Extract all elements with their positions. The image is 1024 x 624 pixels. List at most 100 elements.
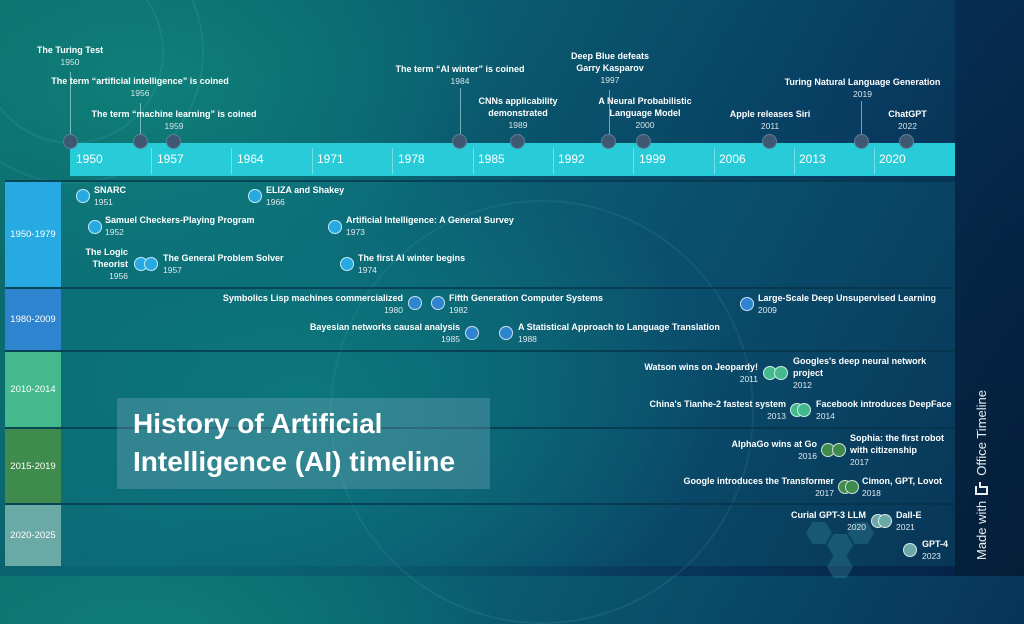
event-label: Samuel Checkers-Playing Program 1952 xyxy=(105,215,255,237)
event-label: Artificial Intelligence: A General Surve… xyxy=(346,215,514,237)
event-label: Curial GPT-3 LLM 2020 xyxy=(790,510,866,532)
event-marker[interactable] xyxy=(328,220,342,234)
swimlane-2020-2025: 2020-2025 xyxy=(5,503,955,566)
event-marker[interactable] xyxy=(903,543,917,557)
milestone-connector xyxy=(861,101,862,139)
milestone-label: The term “artificial intelligence” is co… xyxy=(51,76,229,98)
event-label: Dall-E 2021 xyxy=(896,510,922,532)
milestone-marker[interactable] xyxy=(63,134,78,149)
event-marker[interactable] xyxy=(878,514,892,528)
milestone-label: Deep Blue defeats Garry Kasparov 1997 xyxy=(570,51,650,85)
milestone-connector xyxy=(460,88,461,138)
event-label: Google introduces the Transformer 2017 xyxy=(683,476,834,498)
event-marker[interactable] xyxy=(144,257,158,271)
milestone-connector xyxy=(609,90,610,140)
event-marker[interactable] xyxy=(248,189,262,203)
hexagon-decoration xyxy=(806,522,832,544)
event-marker[interactable] xyxy=(774,366,788,380)
axis-label: 1950 xyxy=(76,152,103,166)
event-label: Large-Scale Deep Unsupervised Learning 2… xyxy=(758,293,937,315)
axis-label: 1964 xyxy=(237,152,264,166)
hexagon-decoration xyxy=(848,522,874,544)
milestone-marker[interactable] xyxy=(762,134,777,149)
axis-label: 1999 xyxy=(639,152,666,166)
milestone-label: The term “machine learning” is coined 19… xyxy=(91,109,257,131)
milestone-marker[interactable] xyxy=(166,134,181,149)
title-line-1: History of Artificial xyxy=(133,408,383,439)
event-label: SNARC 1951 xyxy=(94,185,127,207)
milestone-marker[interactable] xyxy=(854,134,869,149)
axis-label: 2013 xyxy=(799,152,826,166)
event-marker[interactable] xyxy=(740,297,754,311)
timeline-axis-bar xyxy=(70,143,955,176)
axis-divider xyxy=(312,148,313,174)
axis-divider xyxy=(714,148,715,174)
milestone-connector xyxy=(140,103,141,141)
milestone-label: ChatGPT 2022 xyxy=(888,109,927,131)
event-label: China's Tianhe-2 fastest system 2013 xyxy=(649,399,786,421)
milestone-marker[interactable] xyxy=(899,134,914,149)
office-timeline-brand-label: Office Timeline xyxy=(974,390,989,476)
swimlane-label: 2020-2025 xyxy=(5,505,61,566)
axis-divider xyxy=(392,148,393,174)
axis-divider xyxy=(473,148,474,174)
hexagon-decoration xyxy=(827,534,853,556)
event-label: The General Problem Solver 1957 xyxy=(163,253,284,275)
event-label: Cimon, GPT, Lovot 2018 xyxy=(862,476,942,498)
axis-label: 1978 xyxy=(398,152,425,166)
event-marker[interactable] xyxy=(465,326,479,340)
made-with-office-timeline-watermark[interactable]: Made with Office Timeline xyxy=(974,390,989,560)
event-marker[interactable] xyxy=(797,403,811,417)
event-marker[interactable] xyxy=(499,326,513,340)
milestone-marker[interactable] xyxy=(510,134,525,149)
event-label: Googles's deep neural network project 20… xyxy=(793,356,927,390)
axis-divider xyxy=(794,148,795,174)
event-marker[interactable] xyxy=(408,296,422,310)
milestone-label: Turing Natural Language Generation 2019 xyxy=(784,77,941,99)
axis-divider xyxy=(633,148,634,174)
milestone-marker[interactable] xyxy=(601,134,616,149)
event-label: Facebook introduces DeepFace 2014 xyxy=(816,399,952,421)
milestone-marker[interactable] xyxy=(636,134,651,149)
swimlane-label: 2010-2014 xyxy=(5,352,61,427)
event-label: Symbolics Lisp machines commercialized 1… xyxy=(222,293,403,315)
milestone-label: The Turing Test 1950 xyxy=(36,45,104,67)
axis-divider xyxy=(231,148,232,174)
milestone-marker[interactable] xyxy=(133,134,148,149)
event-label: A Statistical Approach to Language Trans… xyxy=(518,322,720,344)
axis-label: 2020 xyxy=(879,152,906,166)
title-line-2: Intelligence (AI) timeline xyxy=(133,446,456,477)
swimlane-2015-2019: 2015-2019 xyxy=(5,427,955,503)
event-label: AlphaGo wins at Go 2016 xyxy=(731,439,817,461)
timeline-title-box: History of Artificial Intelligence (AI) … xyxy=(117,398,490,489)
swimlane-1950-1979: 1950-1979 xyxy=(5,180,955,287)
axis-divider xyxy=(874,148,875,174)
event-marker[interactable] xyxy=(845,480,859,494)
event-label: The Logic Theorist 1956 xyxy=(85,247,129,281)
event-marker[interactable] xyxy=(832,443,846,457)
swimlane-label: 1950-1979 xyxy=(5,182,61,287)
event-label: GPT-4 2023 xyxy=(922,539,949,561)
event-label: Watson wins on Jeopardy! 2011 xyxy=(644,362,758,384)
event-marker[interactable] xyxy=(88,220,102,234)
axis-label: 1971 xyxy=(317,152,344,166)
milestone-label: The term “AI winter” is coined 1984 xyxy=(395,64,525,86)
made-with-label: Made with xyxy=(974,500,989,560)
milestone-label: Apple releases Siri 2011 xyxy=(729,109,811,131)
axis-label: 1957 xyxy=(157,152,184,166)
background-side-panel xyxy=(955,0,1024,576)
milestone-label: CNNs applicability demonstrated 1989 xyxy=(478,96,558,130)
event-label: Bayesian networks causal analysis 1985 xyxy=(309,322,460,344)
event-marker[interactable] xyxy=(340,257,354,271)
hexagon-decoration xyxy=(827,556,853,578)
milestone-connector xyxy=(70,72,71,142)
milestone-label: A Neural Probabilistic Language Model 20… xyxy=(598,96,692,130)
swimlane-label: 2015-2019 xyxy=(5,429,61,503)
axis-label: 2006 xyxy=(719,152,746,166)
milestone-marker[interactable] xyxy=(452,134,467,149)
event-label: ELIZA and Shakey 1966 xyxy=(266,185,345,207)
event-marker[interactable] xyxy=(431,296,445,310)
event-marker[interactable] xyxy=(76,189,90,203)
axis-label: 1992 xyxy=(558,152,585,166)
event-label: Sophia: the first robot with citizenship… xyxy=(850,433,944,467)
